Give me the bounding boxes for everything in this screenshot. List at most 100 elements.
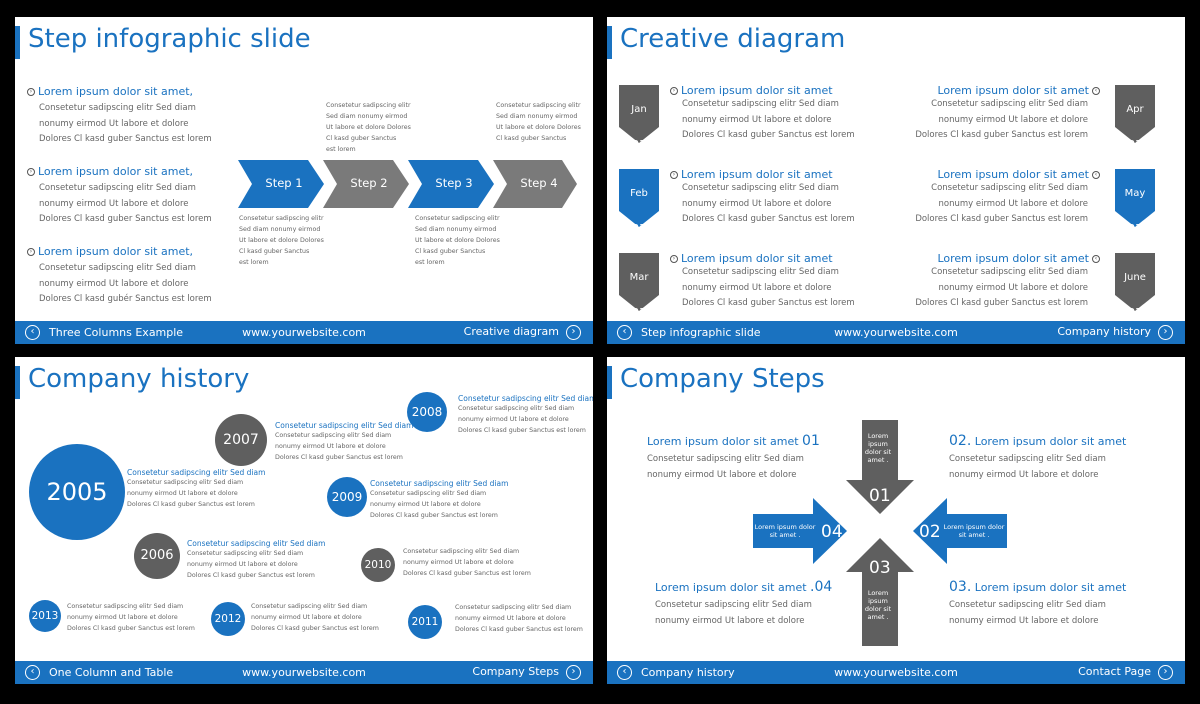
year-bubble-2005: 2005 <box>29 444 125 540</box>
prev-slide-icon[interactable]: ‹ <box>25 325 40 340</box>
slide-footer: ‹ Step infographic slide www.yourwebsite… <box>607 321 1185 344</box>
step-arrows: Step 1 Step 2 Step 3 Step 4 <box>238 160 578 208</box>
arrow-right-text: Lorem ipsum dolor sit amet . <box>943 523 1005 539</box>
year-bubble-2013: 2013 <box>29 600 61 632</box>
step-3-label: Step 3 <box>435 176 473 190</box>
next-slide-link[interactable]: Company Steps <box>472 665 559 678</box>
next-slide-icon[interactable]: › <box>1158 665 1173 680</box>
step-2-label: Step 2 <box>350 176 388 190</box>
next-slide-link[interactable]: Creative diagram <box>463 325 559 338</box>
slide-step-infographic: Step infographic slide ›Lorem ipsum dolo… <box>15 17 593 344</box>
chevron-circle-icon: ‹ <box>1092 87 1100 95</box>
chevron-circle-icon: › <box>670 255 678 263</box>
step-note: Consetetur sadipscing elitr Sed diam non… <box>415 215 500 266</box>
year-text: Consetetur sadipscing elitr Sed diam Con… <box>370 479 509 519</box>
arrow-left-text: Lorem ipsum dolor sit amet . <box>754 523 816 539</box>
next-slide-icon[interactable]: › <box>566 325 581 340</box>
title-accent-bar <box>607 26 612 59</box>
chevron-circle-icon: ‹ <box>1092 171 1100 179</box>
step-4-label: Step 4 <box>520 176 558 190</box>
arrow-bottom-text: Lorem ipsum dolor sit amet . <box>864 589 892 621</box>
prev-slide-link[interactable]: Company history <box>641 666 735 679</box>
arrow-top-number: 01 <box>869 486 891 506</box>
year-bubble-2008: 2008 <box>407 392 447 432</box>
body-line: nonumy eirmod Ut labore et dolore <box>39 198 189 209</box>
step-note: Consetetur sadipscing elitr Sed diam non… <box>239 215 324 266</box>
step-text-04: Lorem ipsum dolor sit amet .04 Consetetu… <box>655 579 833 626</box>
slide-company-steps: Company Steps Lorem ipsum dolor sit amet… <box>607 357 1185 684</box>
arrow-top-text: Lorem ipsum dolor sit amet . <box>864 432 892 464</box>
chevron-circle-icon: › <box>27 248 35 256</box>
slide-footer: ‹ Company history www.yourwebsite.com Co… <box>607 661 1185 684</box>
body-line: Consetetur sadipscing elitr Sed diam <box>39 103 196 113</box>
step-note: Consetetur sadipscing elitr Sed diam non… <box>326 102 411 153</box>
prev-slide-icon[interactable]: ‹ <box>617 665 632 680</box>
text-block: Lorem ipsum dolor sit amet‹ Consetetur s… <box>915 168 1103 228</box>
next-slide-link[interactable]: Company history <box>1057 325 1151 338</box>
body-line: nonumy eirmod Ut labore et dolore <box>39 278 189 289</box>
arrow-right-number: 02 <box>919 522 941 542</box>
next-slide-icon[interactable]: › <box>566 665 581 680</box>
item-heading: Lorem ipsum dolor sit amet, <box>38 85 194 98</box>
body-line: nonumy eirmod Ut labore et dolore <box>39 118 189 129</box>
body-line: Dolores Cl kasd gubér Sanctus est lorem <box>39 294 212 304</box>
text-block: ›Lorem ipsum dolor sit amet Consetetur s… <box>667 168 855 228</box>
prev-slide-icon[interactable]: ‹ <box>25 665 40 680</box>
year-bubble-2010: 2010 <box>361 548 395 582</box>
slide-title: Step infographic slide <box>28 24 311 54</box>
chevron-circle-icon: › <box>670 171 678 179</box>
year-text: Consetetur sadipscing elitr Sed diam Con… <box>275 421 414 461</box>
prev-slide-link[interactable]: Three Columns Example <box>49 326 184 339</box>
slide-footer: ‹ One Column and Table www.yourwebsite.c… <box>15 661 593 684</box>
year-bubble-2009: 2009 <box>327 477 367 517</box>
title-accent-bar <box>607 366 612 399</box>
next-slide-link[interactable]: Contact Page <box>1078 665 1151 678</box>
next-slide-icon[interactable]: › <box>1158 325 1173 340</box>
text-block: Lorem ipsum dolor sit amet‹ Consetetur s… <box>915 84 1103 144</box>
website-url: www.yourwebsite.com <box>242 666 366 679</box>
chevron-circle-icon: › <box>670 87 678 95</box>
step-1-label: Step 1 <box>265 176 303 190</box>
prev-slide-link[interactable]: One Column and Table <box>49 666 174 679</box>
year-bubble-2006: 2006 <box>134 533 180 579</box>
text-block: ›Lorem ipsum dolor sit amet, Consetetur … <box>24 245 212 308</box>
year-text: Consetetur sadipscing elitr Sed diam Con… <box>187 539 326 579</box>
slide-title: Creative diagram <box>620 24 846 54</box>
prev-slide-link[interactable]: Step infographic slide <box>641 326 761 339</box>
chevron-circle-icon: › <box>27 168 35 176</box>
slide-company-history: Company history 2005 Consetetur sadipsci… <box>15 357 593 684</box>
step-text-01: Lorem ipsum dolor sit amet 01 Consetetur… <box>647 433 820 480</box>
body-line: Consetetur sadipscing elitr Sed diam <box>39 183 196 193</box>
step-note: Consetetur sadipscing elitr Sed diam non… <box>496 102 581 142</box>
chevron-circle-icon: ‹ <box>1092 255 1100 263</box>
prev-slide-icon[interactable]: ‹ <box>617 325 632 340</box>
text-block: ›Lorem ipsum dolor sit amet Consetetur s… <box>667 252 855 312</box>
year-text: Consetetur sadipscing elitr Sed diam Con… <box>127 468 266 508</box>
slide-title: Company history <box>28 364 250 394</box>
text-block: Lorem ipsum dolor sit amet‹ Consetetur s… <box>915 252 1103 312</box>
year-bubble-2007: 2007 <box>215 414 267 466</box>
year-bubble-2012: 2012 <box>211 602 245 636</box>
text-block: ›Lorem ipsum dolor sit amet Consetetur s… <box>667 84 855 144</box>
year-text: Consetetur sadipscing elitr Sed diam Con… <box>458 394 593 434</box>
title-accent-bar <box>15 366 20 399</box>
slide-footer: ‹ Three Columns Example www.yourwebsite.… <box>15 321 593 344</box>
text-block: ›Lorem ipsum dolor sit amet, Consetetur … <box>24 165 212 228</box>
website-url: www.yourwebsite.com <box>242 326 366 339</box>
converging-arrows <box>753 420 1007 646</box>
item-heading: Lorem ipsum dolor sit amet, <box>38 245 194 258</box>
chevron-circle-icon: › <box>27 88 35 96</box>
arrow-bottom-number: 03 <box>869 558 891 578</box>
step-text-02: 02. Lorem ipsum dolor sit amet Consetetu… <box>949 433 1127 480</box>
